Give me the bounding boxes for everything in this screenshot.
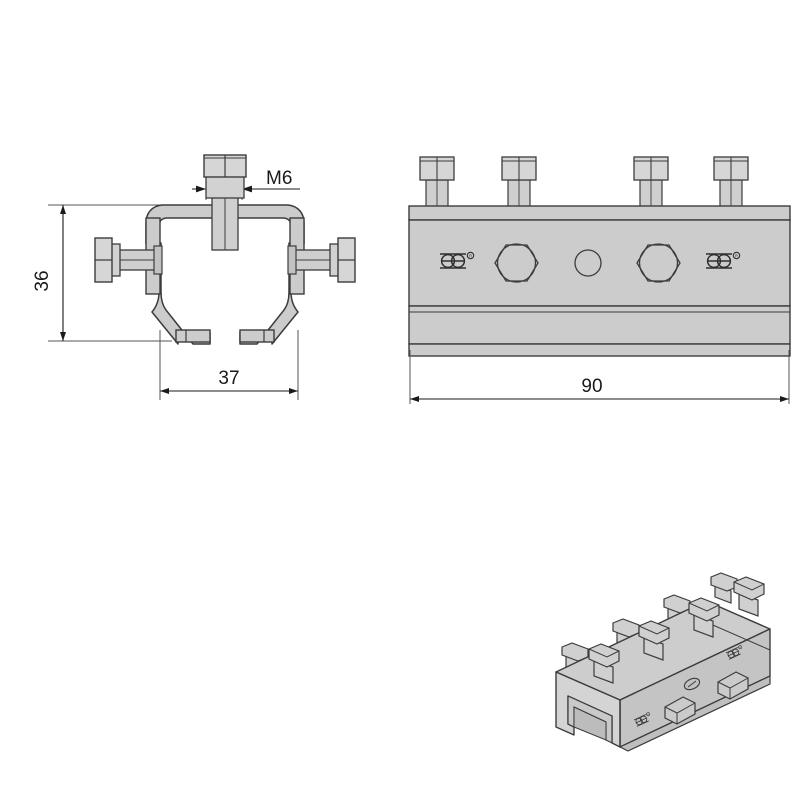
iso-rear-bolt-2 [612,618,640,650]
channel-web [408,219,791,307]
side-face-features [494,243,681,283]
iso-rear-bolt-4 [710,572,738,604]
side-channel-body [408,205,791,357]
side-top-bolt-2 [501,156,537,209]
hex-head-left-circle [496,243,537,283]
iso-b2-head-edge [638,625,670,635]
iso-front-top-bolts [588,576,765,684]
arrow-m6-right [242,185,252,193]
iso-side-bolt-left [664,696,696,725]
hex-head-right-circle [638,243,679,283]
side-top-bolts [419,156,749,209]
iso-bolt-4 [733,576,765,617]
hex-head-right-outline [636,244,681,282]
dimension-length-90: 90 [409,350,790,404]
iso-b3-head-edge [688,602,720,612]
iso-rear-top-edge [705,621,771,651]
dimension-height-36: 36 [32,205,66,341]
iso-side-bolts [664,671,749,725]
channel-bottom-flange [408,343,791,357]
iso-bolt-2 [638,620,670,661]
top-bolt-washer [205,175,245,199]
front-elevation-view: 36 37 M6 [32,154,356,400]
front-top-bolt [203,154,247,251]
right-bolt-nut [287,245,297,275]
dimension-label-90: 90 [581,376,602,397]
dimension-label-36: 36 [32,270,53,291]
side-top-bolt-3 [633,156,669,209]
iso-b1-head-edge [588,648,620,658]
side-top-bolt-4 [713,156,749,209]
channel-top-flange [408,205,791,221]
clamp-left-foot [175,329,211,343]
front-left-side-bolt [94,237,163,283]
dimension-width-37: 37 [160,368,298,394]
center-hole [574,249,602,277]
iso-side-bolt-right [717,671,749,700]
clamp-right-foot [239,329,275,343]
side-elevation-view: 90 [408,156,791,404]
iso-b4-head-edge [733,581,765,591]
iso-bolt-1 [588,643,620,684]
iso-bolt-3 [688,597,720,638]
front-right-side-bolt [287,237,356,283]
iso-inner-back-wall [573,706,607,741]
iso-rear-bolts [561,572,738,674]
isometric-3d-view [555,572,771,752]
iso-center-hole [683,677,701,691]
side-top-bolt-1 [419,156,455,209]
left-bolt-nut [153,245,163,275]
iso-sbr-head [717,671,749,700]
hex-head-right [636,243,681,283]
dimension-label-m6: M6 [266,168,292,189]
hex-head-left-outline [494,244,539,282]
dimension-label-37: 37 [218,368,239,389]
arrow-m6-left [196,185,206,193]
iso-sbl-head [664,696,696,725]
hex-head-left [494,243,539,283]
iso-center-hole-slot [687,680,697,688]
